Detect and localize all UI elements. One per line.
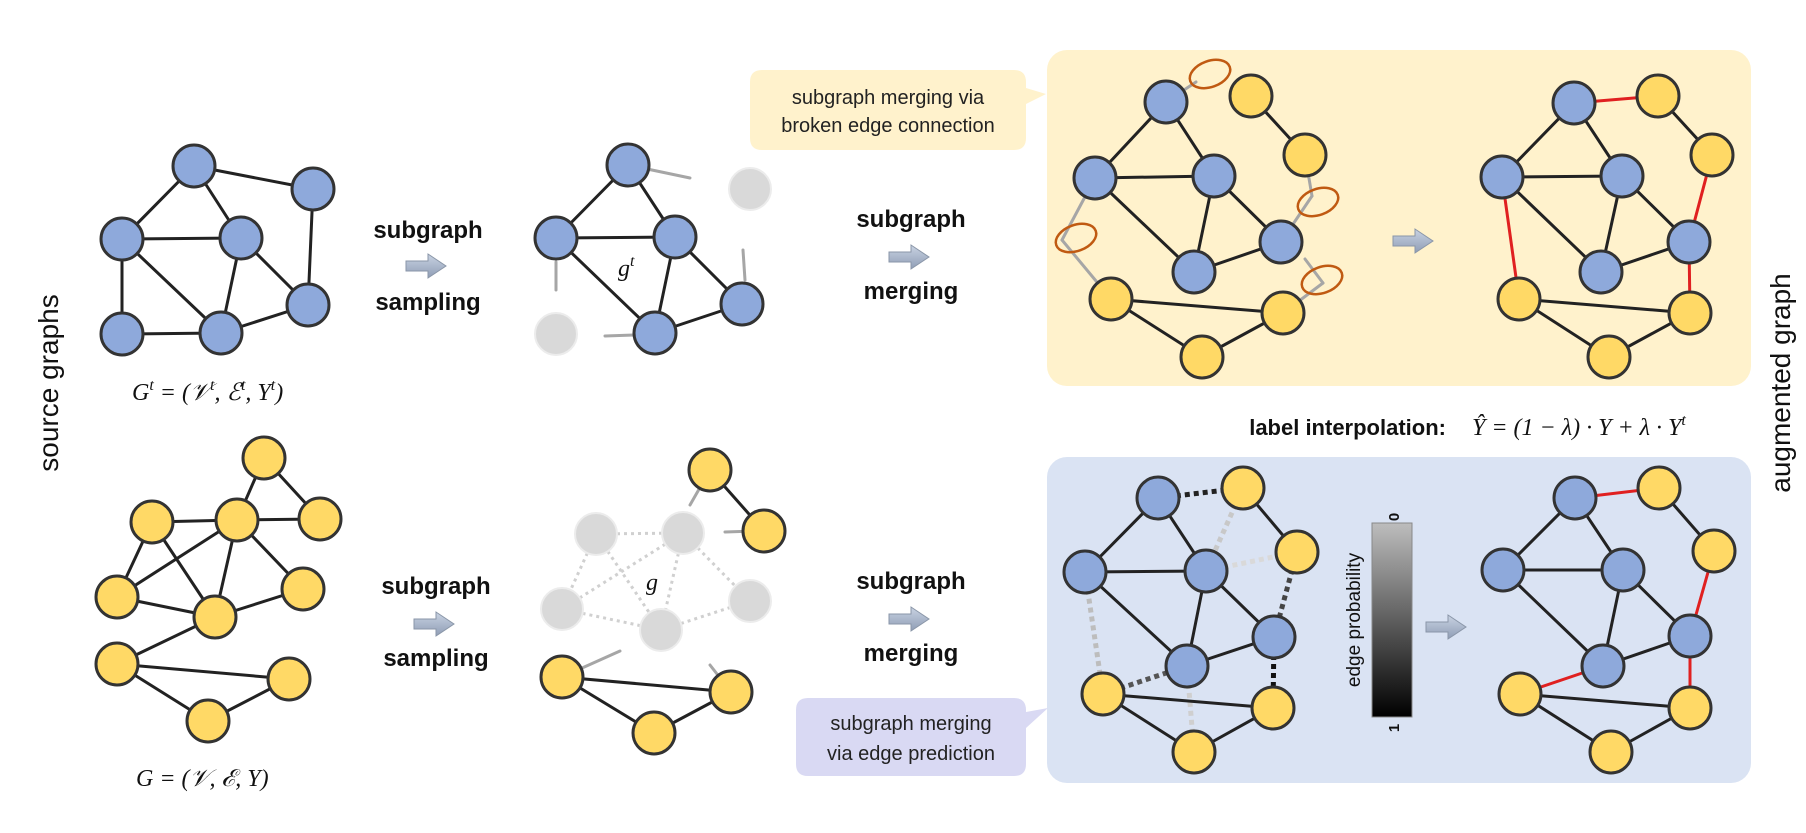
callout-bottom-text-2: via edge prediction: [827, 743, 995, 765]
label-interpolation-label: label interpolation:: [1249, 415, 1446, 440]
colorbar-gradient: [1371, 522, 1413, 718]
sampled-subgraph-g: [539, 447, 787, 756]
step-merging-bottom: subgraph merging: [856, 568, 965, 667]
callout-top-text-1: subgraph merging via: [792, 87, 985, 109]
step-sampling-top: subgraph sampling: [373, 217, 482, 316]
colorbar-bottom-label: 1: [1386, 724, 1403, 732]
right-arrow-icon: [888, 606, 930, 632]
step-sampling-top1: sampling: [375, 289, 480, 316]
step-merging-top: subgraph merging: [856, 206, 965, 305]
merged-graph-top: [1479, 73, 1735, 380]
step-subgraph-bottom1: subgraph: [381, 573, 490, 600]
broken-edge-marker: [1300, 264, 1344, 296]
step-subgraph-bottom2: subgraph: [856, 568, 965, 595]
broken-edge-marker: [1188, 58, 1232, 90]
callout-top-text-2: broken edge connection: [781, 115, 995, 137]
subgraph-g-label: g: [646, 570, 658, 596]
step-merging-bottom2: merging: [864, 640, 959, 667]
merge-broken-edges-graph: [1054, 58, 1344, 380]
right-arrow-icon: [405, 253, 447, 279]
callout-top-bubble: [750, 70, 1046, 150]
sampled-subgraph-gt: [533, 142, 772, 356]
edge-probability-colorbar: 0 1 edge probability: [1344, 513, 1413, 732]
step-subgraph-top1: subgraph: [373, 217, 482, 244]
subgraph-gt-label: gt: [618, 253, 635, 282]
step-subgraph-top2: subgraph: [856, 206, 965, 233]
step-sampling-bottom: subgraph sampling: [381, 573, 490, 672]
right-arrow-icon: [888, 244, 930, 270]
label-interpolation-formula: Ŷ = (1 − λ) · Y + λ · Yt: [1472, 412, 1686, 441]
right-arrow-icon: [1392, 228, 1434, 254]
merged-graph-bottom: [1480, 465, 1737, 775]
step-sampling-bottom1: sampling: [383, 645, 488, 672]
step-merging-top2: merging: [864, 278, 959, 305]
edge-prediction-graph: [1062, 465, 1320, 775]
right-arrow-icon: [413, 611, 455, 637]
top-merge-panel: [1047, 50, 1751, 386]
edge-probability-label: edge probability: [1344, 552, 1365, 687]
colorbar-top-label: 0: [1386, 513, 1403, 521]
source-graph-gt: [99, 143, 336, 357]
callout-bottom-text-1: subgraph merging: [830, 713, 991, 735]
formula-g: G = (𝒱, ℰ, Y): [136, 766, 269, 792]
right-arrow-icon: [1425, 614, 1467, 640]
augmented-graph-label: augmented graph: [1765, 273, 1796, 493]
formula-gt: Gt = (𝒱t, ℰt, Yt): [132, 377, 283, 406]
source-graph-g: [94, 435, 343, 744]
source-graphs-label: source graphs: [33, 294, 64, 471]
broken-edge-marker: [1296, 186, 1340, 218]
callout-bottom-bubble: [796, 698, 1048, 776]
broken-edge-marker: [1054, 222, 1098, 254]
